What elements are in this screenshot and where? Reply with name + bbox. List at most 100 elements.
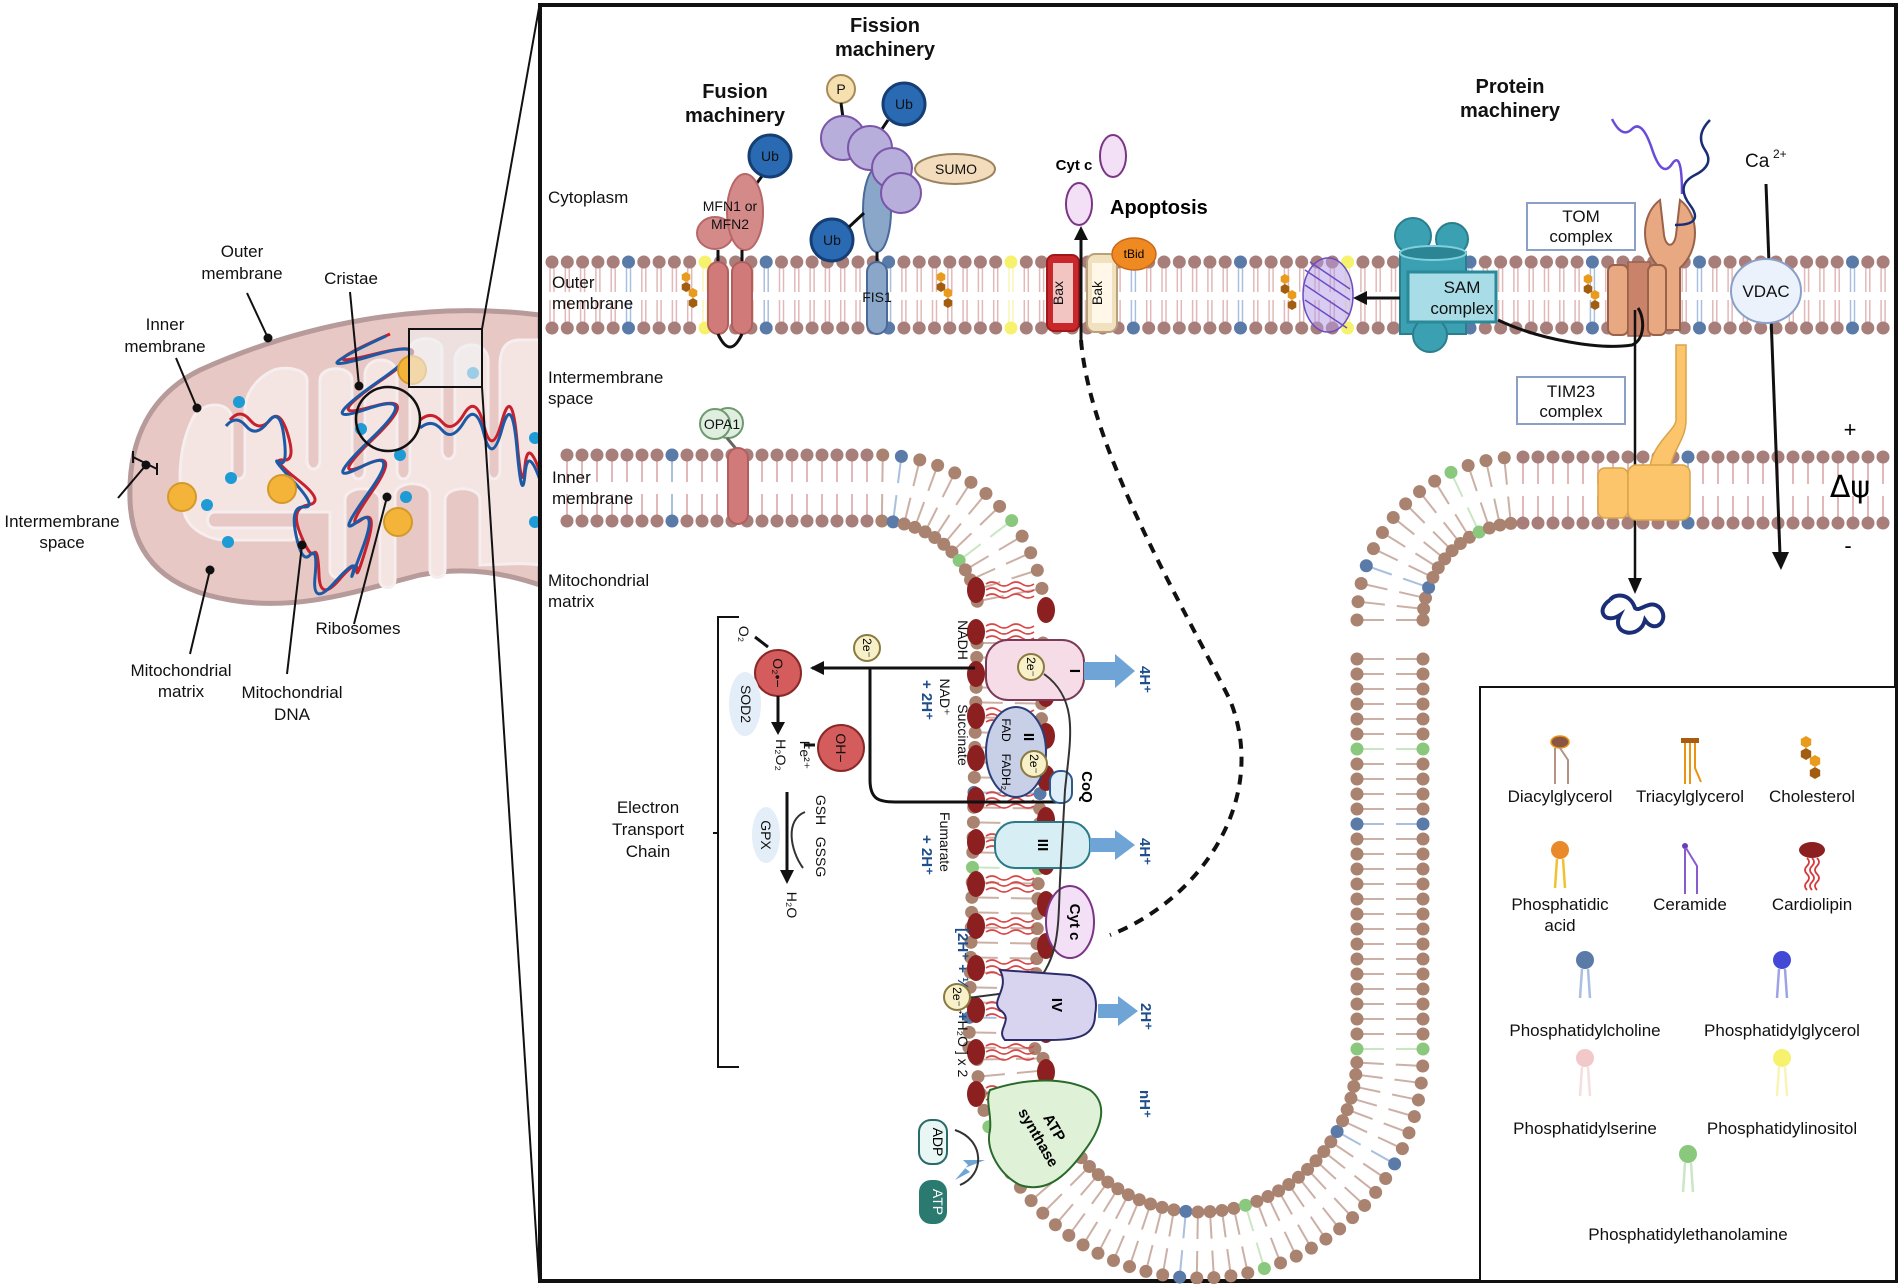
lipid-head (1861, 321, 1875, 335)
lipid-head (667, 321, 681, 335)
tom-label-1: TOM (1562, 207, 1599, 226)
lipid-head (836, 321, 850, 335)
lipid-head (1784, 321, 1798, 335)
lipid-head (1801, 450, 1815, 464)
lipid-head (1516, 516, 1530, 530)
lipid-head (1082, 1159, 1096, 1173)
cholesterol-molecule (1287, 290, 1297, 300)
cardiolipin-head (967, 829, 985, 855)
lipid-head (1416, 982, 1430, 996)
atp-synthase (987, 1079, 1103, 1189)
cardiolipin-tail (985, 803, 1035, 809)
lipid-head (1708, 255, 1722, 269)
complex-iv-label: IV (1048, 998, 1065, 1012)
region-matrix-1: Mitochondrial (548, 571, 649, 590)
lipid-head (918, 525, 932, 539)
lipid-head (1350, 1027, 1364, 1041)
lipid-head (1030, 563, 1044, 577)
lipid-head (1005, 514, 1019, 528)
lipid-head (1461, 458, 1475, 472)
lipid-head (943, 321, 957, 335)
cardiolipin-tail (985, 581, 1035, 587)
lipid-head (1350, 727, 1364, 741)
lipid-head (650, 448, 664, 462)
lipid-head (1218, 255, 1232, 269)
lipid-head (1207, 1271, 1221, 1284)
h4-label-1: 4H⁺ (1136, 666, 1153, 693)
lipid-head (830, 448, 844, 462)
lipid-head (1786, 450, 1800, 464)
lipid-head (1264, 321, 1278, 335)
lipid-head (1350, 862, 1364, 876)
lipid-head (1188, 255, 1202, 269)
lipid-head (1030, 922, 1044, 936)
cholesterol-molecule (688, 288, 698, 298)
lipid-head (1333, 1222, 1347, 1236)
cholesterol-molecule (936, 272, 946, 282)
cardiolipin-tail (985, 923, 1035, 929)
h2o2-label: H₂O₂ (773, 739, 789, 771)
lipid-head (1570, 321, 1584, 335)
lipid-head (698, 255, 712, 269)
cholesterol-molecule (681, 272, 691, 282)
lipid-head (1416, 757, 1430, 771)
lipid-head (958, 321, 972, 335)
lipid-head (1395, 1142, 1409, 1156)
lipid-head (606, 321, 620, 335)
lipid-head (1351, 595, 1365, 609)
label-intermembrane-2: space (39, 533, 84, 552)
lipid-head (1304, 1241, 1318, 1255)
lipid-head (1350, 787, 1364, 801)
lipid-head (928, 321, 941, 335)
lipid-head (897, 255, 911, 269)
cholesterol-molecule (1287, 300, 1297, 310)
lipid-head (1350, 697, 1364, 711)
gssg-label: GSSG (813, 837, 829, 877)
lipid-head (1215, 1203, 1229, 1217)
region-outer-1: Outer (552, 273, 595, 292)
lipid-head (830, 514, 844, 528)
cholesterol-icon (1809, 767, 1821, 779)
lipid-head (1330, 1124, 1344, 1138)
cholesterol-molecule (1590, 290, 1600, 300)
cardiolipin-head (967, 787, 985, 813)
bax-label: Bax (1050, 281, 1066, 305)
lipid-head (1576, 450, 1590, 464)
cholesterol-molecule (1590, 300, 1600, 310)
lipid-head (815, 514, 829, 528)
lipid-head (1621, 516, 1635, 530)
mfn-tm-helix (707, 261, 729, 335)
lipid-head (1416, 697, 1430, 711)
lipid-head (1341, 321, 1355, 335)
lipid-head (1816, 516, 1830, 530)
lipid-head (1416, 1042, 1430, 1056)
lipid-head (1224, 1269, 1238, 1283)
lipid-head (650, 514, 664, 528)
lipid-head (860, 514, 874, 528)
cardiolipin-tail (985, 623, 1035, 629)
lipid-head (652, 255, 666, 269)
lipid-head (770, 514, 784, 528)
lipid-head (1350, 613, 1364, 627)
lipid-head (1771, 450, 1785, 464)
complex-iv (996, 968, 1097, 1041)
protein-machinery: Protein machinery SAM complex TOM comple… (1302, 76, 1870, 635)
lipid-head (1106, 1254, 1120, 1268)
phosphatidic-icon (1551, 841, 1569, 859)
lipid-head (1349, 1068, 1363, 1082)
fe-label: Fe²⁺ (797, 741, 813, 769)
lipid-head (560, 255, 574, 269)
lipid-head (622, 321, 635, 335)
lipid-head (790, 321, 804, 335)
lipid-head (665, 448, 679, 462)
lipid-head (1324, 1135, 1338, 1149)
cardiolipin-tail (985, 881, 1035, 887)
lipid-head (1179, 1204, 1193, 1218)
legend-label: Phosphatidylethanolamine (1588, 1225, 1787, 1244)
region-outer-2: membrane (552, 294, 633, 313)
nadh-label: NADH (955, 620, 971, 660)
lipid-head (989, 321, 1003, 335)
lipid-head (1346, 1211, 1360, 1225)
